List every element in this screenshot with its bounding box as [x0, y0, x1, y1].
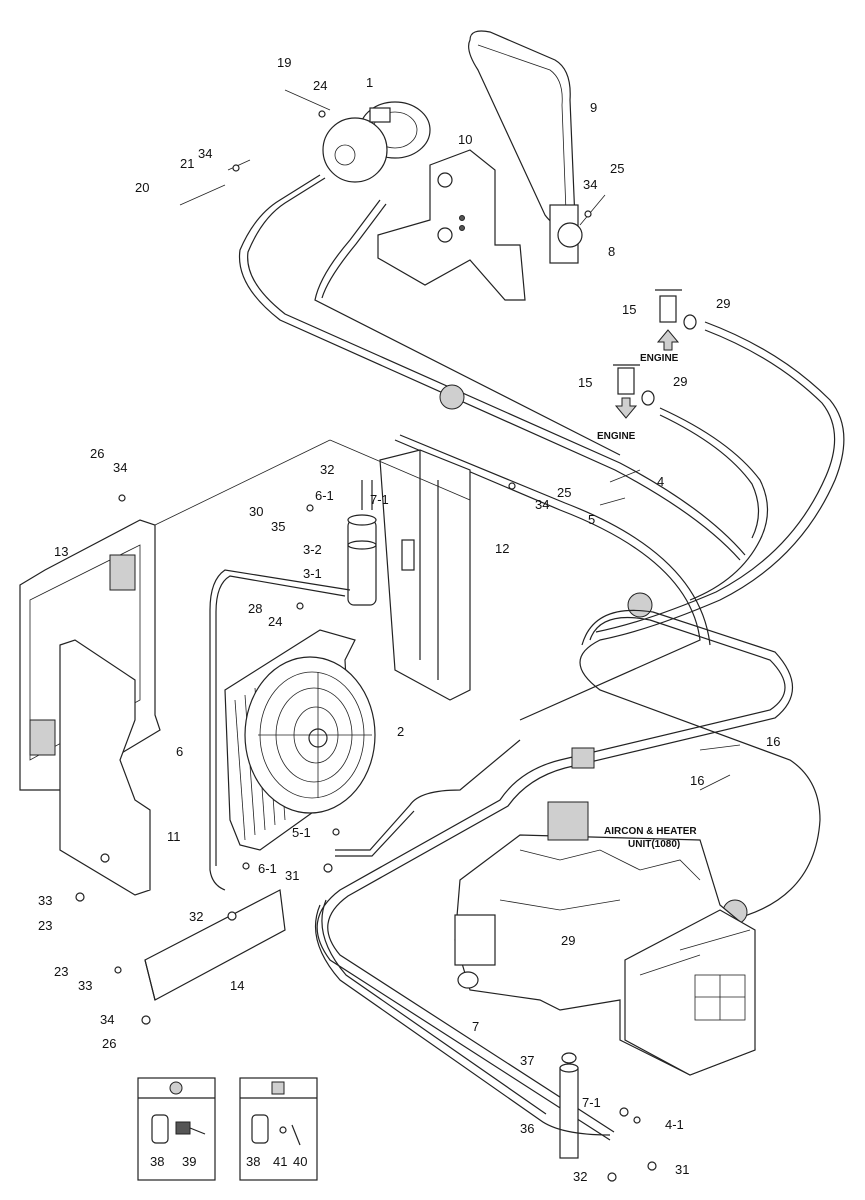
- label-15: 15: [578, 375, 593, 390]
- condenser-bracket: [379, 449, 471, 701]
- heater-valve-top: [655, 289, 682, 351]
- label-19: 19: [277, 55, 292, 70]
- label-2: 2: [397, 724, 405, 739]
- label-16: 16: [766, 734, 781, 749]
- label-6-1: 6-1: [315, 488, 334, 503]
- legend-box-circle: [137, 1077, 216, 1181]
- label-10: 10: [458, 132, 473, 147]
- label-25: 25: [557, 485, 572, 500]
- square-marker: [571, 747, 595, 769]
- label-33: 33: [78, 978, 93, 993]
- label-34: 34: [198, 146, 213, 161]
- label-23: 23: [38, 918, 53, 933]
- label-26: 26: [102, 1036, 117, 1051]
- label-38: 38: [246, 1154, 261, 1169]
- label-23: 23: [54, 964, 69, 979]
- label-3-1: 3-1: [303, 566, 322, 581]
- label-39: 39: [182, 1154, 197, 1169]
- label-34: 34: [113, 460, 128, 475]
- caption-engine-top: ENGINE: [640, 353, 679, 364]
- label-30: 30: [249, 504, 264, 519]
- label-7-1: 7-1: [582, 1095, 601, 1110]
- label-9: 9: [590, 100, 598, 115]
- label-32: 32: [573, 1169, 588, 1184]
- label-37: 37: [520, 1053, 535, 1068]
- label-41: 41: [273, 1154, 288, 1169]
- label-25: 25: [610, 161, 625, 176]
- label-29: 29: [673, 374, 688, 389]
- circle-marker: [627, 592, 653, 618]
- label-6-1: 6-1: [258, 861, 277, 876]
- label-40: 40: [293, 1154, 308, 1169]
- caption-unit-line1: AIRCON & HEATER: [604, 826, 697, 837]
- label-24: 24: [268, 614, 283, 629]
- heater-valve-bottom: [613, 364, 640, 419]
- circle-marker: [439, 384, 465, 410]
- label-29: 29: [716, 296, 731, 311]
- lower-bracket: [144, 889, 286, 1001]
- label-34: 34: [535, 497, 550, 512]
- mounting-plate: [59, 639, 151, 896]
- label-16: 16: [690, 773, 705, 788]
- condenser-fan: [224, 629, 376, 851]
- label-6: 6: [176, 744, 184, 759]
- tensioner: [549, 204, 583, 264]
- label-12: 12: [495, 541, 510, 556]
- label-35: 35: [271, 519, 286, 534]
- label-15: 15: [622, 302, 637, 317]
- label-7-1: 7-1: [370, 492, 389, 507]
- label-5-1: 5-1: [292, 825, 311, 840]
- label-21: 21: [180, 156, 195, 171]
- label-33: 33: [38, 893, 53, 908]
- label-5: 5: [588, 512, 596, 527]
- receiver-dryer: [347, 480, 377, 606]
- label-31: 31: [675, 1162, 690, 1177]
- label-13: 13: [54, 544, 69, 559]
- label-31: 31: [285, 868, 300, 883]
- label-4: 4: [657, 474, 665, 489]
- caption-unit-line2: UNIT(1080): [628, 839, 681, 850]
- label-36: 36: [520, 1121, 535, 1136]
- bracket: [377, 149, 526, 301]
- label-8: 8: [608, 244, 616, 259]
- aircon-heater-unit: [454, 801, 756, 1076]
- label-3-2: 3-2: [303, 542, 322, 557]
- label-14: 14: [230, 978, 245, 993]
- label-11: 11: [167, 829, 181, 844]
- label-28: 28: [248, 601, 263, 616]
- pipe: [559, 1052, 579, 1159]
- label-34: 34: [100, 1012, 115, 1027]
- label-24: 24: [313, 78, 328, 93]
- label-32: 32: [189, 909, 204, 924]
- compressor: [322, 101, 431, 183]
- legend-box-square: [239, 1077, 318, 1181]
- label-1: 1: [366, 75, 374, 90]
- label-7: 7: [472, 1019, 480, 1034]
- label-32: 32: [320, 462, 335, 477]
- fasteners: [75, 110, 657, 1182]
- label-26: 26: [90, 446, 105, 461]
- label-29: 29: [561, 933, 576, 948]
- label-20: 20: [135, 180, 150, 195]
- label-4-1: 4-1: [665, 1117, 684, 1132]
- label-34: 34: [583, 177, 598, 192]
- label-38: 38: [150, 1154, 165, 1169]
- caption-engine-bottom: ENGINE: [597, 431, 636, 442]
